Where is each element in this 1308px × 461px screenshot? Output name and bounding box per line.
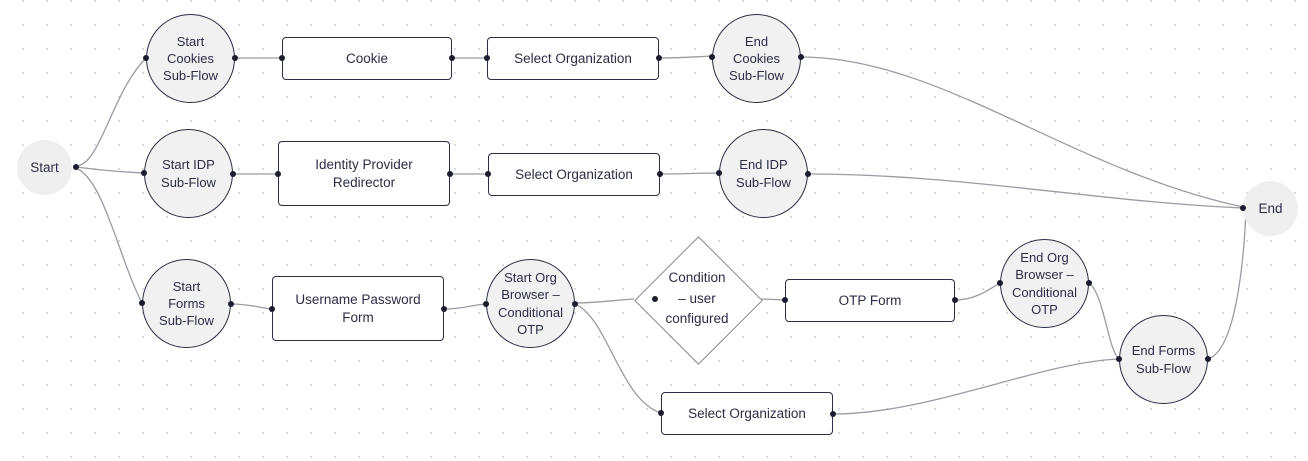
port-username-form-right[interactable] xyxy=(441,306,447,312)
node-label: Start IDP Sub-Flow xyxy=(161,157,216,190)
port-start-idp-right[interactable] xyxy=(230,171,236,177)
port-end-forms-left[interactable] xyxy=(1116,356,1122,362)
port-select-org-3-left[interactable] xyxy=(658,410,664,416)
node-start-forms[interactable]: Start Forms Sub-Flow xyxy=(142,259,231,348)
node-idp-redirector[interactable]: Identity Provider Redirector xyxy=(278,141,450,206)
node-end-idp[interactable]: End IDP Sub-Flow xyxy=(719,129,808,218)
node-end-forms[interactable]: End Forms Sub-Flow xyxy=(1119,315,1208,404)
port-cookie-right[interactable] xyxy=(449,55,455,61)
node-end[interactable]: End xyxy=(1243,181,1298,236)
port-start-forms-left[interactable] xyxy=(139,300,145,306)
node-label: Cookie xyxy=(345,50,389,66)
edge-start-to-start-forms[interactable] xyxy=(75,167,143,304)
port-end-cookies-right[interactable] xyxy=(798,54,804,60)
node-label: End xyxy=(1258,200,1283,216)
node-start[interactable]: Start xyxy=(17,140,72,195)
port-end-org-otp-right[interactable] xyxy=(1086,280,1092,286)
node-username-form[interactable]: Username Password Form xyxy=(272,276,444,341)
port-end-idp-left[interactable] xyxy=(716,170,722,176)
edge-start-forms-to-username-form[interactable] xyxy=(230,303,273,310)
port-end-org-otp-left[interactable] xyxy=(997,280,1003,286)
node-label: Start Org Browser – Conditional OTP xyxy=(497,270,564,337)
edge-start-to-start-cookies[interactable] xyxy=(75,57,147,167)
port-select-org-2-right[interactable] xyxy=(657,171,663,177)
edge-select-org-3-to-end-forms[interactable] xyxy=(832,358,1120,415)
node-label: Select Organization xyxy=(515,166,633,182)
port-username-form-left[interactable] xyxy=(269,306,275,312)
node-label: End IDP Sub-Flow xyxy=(736,157,791,190)
node-label: End Cookies Sub-Flow xyxy=(729,33,784,84)
node-cookie[interactable]: Cookie xyxy=(282,37,452,80)
node-end-org-otp[interactable]: End Org Browser – Conditional OTP xyxy=(1000,239,1089,328)
node-start-idp[interactable]: Start IDP Sub-Flow xyxy=(144,129,233,218)
port-start-forms-right[interactable] xyxy=(228,301,234,307)
edge-start-org-otp-to-condition[interactable] xyxy=(574,298,635,304)
edge-otp-form-to-end-org-otp[interactable] xyxy=(954,282,1001,301)
port-end-left[interactable] xyxy=(1240,205,1246,211)
edge-username-form-to-start-org-otp[interactable] xyxy=(443,303,487,310)
port-otp-form-left[interactable] xyxy=(782,297,788,303)
node-label: Select Organization xyxy=(688,405,806,421)
port-end-cookies-left[interactable] xyxy=(709,54,715,60)
edge-end-org-otp-to-end-forms[interactable] xyxy=(1088,282,1120,360)
node-label: End Forms Sub-Flow xyxy=(1131,343,1196,376)
node-label: Identity Provider Redirector xyxy=(315,156,413,190)
node-start-org-otp[interactable]: Start Org Browser – Conditional OTP xyxy=(486,259,575,348)
port-select-org-1-right[interactable] xyxy=(656,55,662,61)
port-idp-redirector-left[interactable] xyxy=(275,171,281,177)
port-select-org-3-right[interactable] xyxy=(830,411,836,417)
port-end-idp-right[interactable] xyxy=(805,171,811,177)
node-label: End Org Browser – Conditional OTP xyxy=(1011,250,1078,317)
port-select-org-2-left[interactable] xyxy=(485,171,491,177)
port-start-right[interactable] xyxy=(73,164,79,170)
port-idp-redirector-right[interactable] xyxy=(447,171,453,177)
edge-select-org-2-to-end-idp[interactable] xyxy=(659,172,720,175)
port-start-cookies-right[interactable] xyxy=(232,55,238,61)
node-select-org-2[interactable]: Select Organization xyxy=(488,153,660,196)
port-start-idp-left[interactable] xyxy=(141,170,147,176)
edge-start-to-start-idp[interactable] xyxy=(75,166,145,174)
node-end-cookies[interactable]: End Cookies Sub-Flow xyxy=(712,14,801,103)
node-select-org-3[interactable]: Select Organization xyxy=(661,392,833,435)
node-label: Condition – user configured xyxy=(665,269,729,327)
node-label: Start Cookies Sub-Flow xyxy=(163,33,218,84)
port-select-org-1-left[interactable] xyxy=(484,55,490,61)
port-start-cookies-left[interactable] xyxy=(143,55,149,61)
port-end-forms-right[interactable] xyxy=(1205,356,1211,362)
edge-end-cookies-to-end[interactable] xyxy=(800,56,1244,208)
node-select-org-1[interactable]: Select Organization xyxy=(487,37,659,80)
node-label: Username Password Form xyxy=(295,291,421,325)
node-condition[interactable]: Condition – user configured xyxy=(633,235,763,365)
node-label: Start Forms Sub-Flow xyxy=(159,278,214,329)
port-cookie-left[interactable] xyxy=(279,55,285,61)
edge-end-forms-to-end[interactable] xyxy=(1207,208,1247,360)
port-start-org-otp-right[interactable] xyxy=(572,301,578,307)
node-label: Start xyxy=(30,159,59,175)
node-otp-form[interactable]: OTP Form xyxy=(785,279,955,322)
edge-select-org-1-to-end-cookies[interactable] xyxy=(658,55,713,59)
node-start-cookies[interactable]: Start Cookies Sub-Flow xyxy=(146,14,235,103)
port-otp-form-right[interactable] xyxy=(952,297,958,303)
port-condition-left[interactable] xyxy=(652,296,658,302)
node-label: OTP Form xyxy=(838,292,902,308)
node-label: Select Organization xyxy=(514,50,632,66)
edge-end-idp-to-end[interactable] xyxy=(807,173,1244,209)
port-start-org-otp-left[interactable] xyxy=(483,301,489,307)
